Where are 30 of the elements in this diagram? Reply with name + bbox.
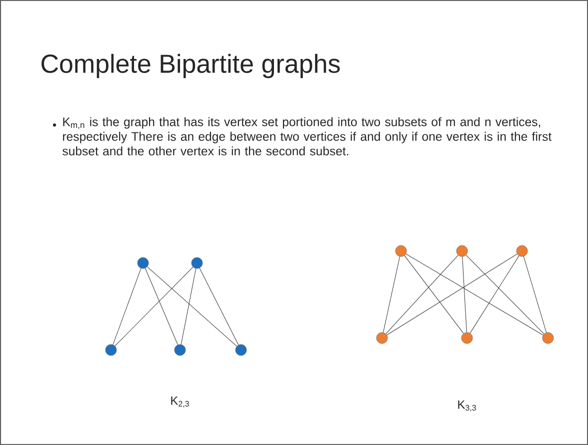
vertex-circle	[376, 332, 388, 344]
edge-line	[406, 254, 544, 336]
edge-line	[523, 256, 547, 333]
vertex-circle	[395, 245, 407, 257]
vertex-circle	[542, 332, 554, 344]
graph-caption: K$_{3,3}$	[458, 400, 476, 412]
edge-line	[466, 254, 544, 334]
edge-line	[114, 266, 194, 346]
edge-line	[180, 268, 196, 345]
vertex-circle	[235, 344, 247, 356]
edge-line	[470, 256, 520, 334]
edge-line	[386, 254, 518, 336]
vertex-circle	[137, 257, 149, 269]
edge-line	[462, 256, 467, 333]
edge-line	[199, 268, 239, 346]
vertex-circle	[516, 245, 528, 257]
edge-line	[147, 266, 237, 346]
edge-line	[112, 268, 142, 345]
vertex-circle	[191, 257, 203, 269]
slide-title: Complete Bipartite graphs	[42, 54, 340, 78]
edge-line	[144, 268, 178, 345]
bullet-text: K$_{m,n}$ is the graph that has its vertex set portioned into two subsets of m and n vertices, respectively There is an edge between two vertices if and only if one vertex is in the first subset and the other vertex is in the second subset.	[62, 117, 552, 156]
edge-line	[404, 255, 464, 334]
edge-line	[386, 254, 458, 334]
graph-caption: K$_{2,3}$	[171, 396, 189, 408]
vertex-circle	[461, 332, 473, 344]
edge-line	[382, 256, 400, 333]
vertex-circle	[105, 344, 117, 356]
vertex-circle	[456, 245, 468, 257]
vertex-circle	[174, 344, 186, 356]
